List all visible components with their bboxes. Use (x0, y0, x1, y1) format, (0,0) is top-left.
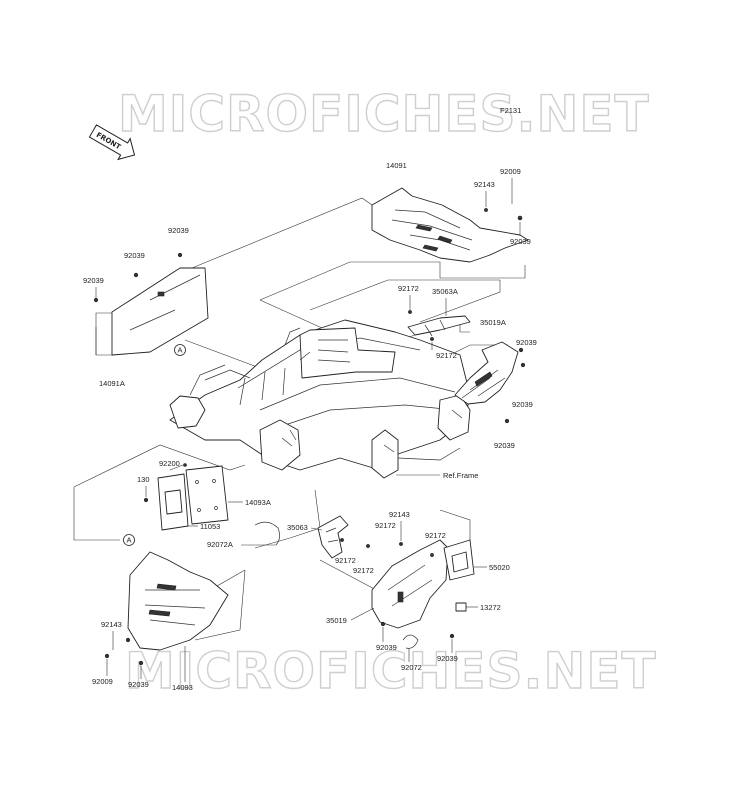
label-11053: 11053 (200, 522, 220, 531)
label-92072: 92072 (401, 663, 422, 672)
label-92009-top: 92009 (500, 167, 521, 176)
plate-14093A (185, 465, 229, 525)
label-92143-mid: 92143 (389, 510, 410, 519)
figure-code: F2131 (500, 106, 521, 115)
label-55020: 55020 (489, 563, 510, 572)
label-92172-b: 92172 (436, 351, 457, 360)
label-35063: 35063 (287, 523, 308, 532)
callout-a-top: A (174, 344, 186, 356)
callout-a-bottom: A (123, 534, 135, 546)
label-92172-f: 92172 (353, 566, 374, 575)
label-14093A: 14093A (245, 498, 271, 507)
label-92172-c: 92172 (375, 521, 396, 530)
label-35063A: 35063A (432, 287, 458, 296)
bracket-35063 (317, 515, 349, 559)
plate-14091A (111, 267, 209, 356)
clip-13272 (455, 602, 467, 612)
bracket-55020 (443, 539, 475, 581)
label-92039-r1: 92039 (516, 338, 537, 347)
bolts (93, 208, 526, 666)
guard-14091 (371, 187, 529, 263)
label-92039-left-low: 92039 (83, 276, 104, 285)
label-92039-left-top: 92039 (168, 226, 189, 235)
bracket-35063A (407, 315, 471, 337)
label-13272: 13272 (480, 603, 501, 612)
label-92172-a: 92172 (398, 284, 419, 293)
hose-92072A (254, 521, 280, 546)
label-14093: 14093 (172, 683, 193, 692)
bracket-11053 (157, 473, 189, 531)
watermark-top: MICROFICHES.NET (118, 85, 650, 143)
label-92039-b1: 92039 (376, 643, 397, 652)
label-92039-b2: 92039 (437, 654, 458, 663)
label-14091A: 14091A (99, 379, 125, 388)
main-frame (169, 319, 471, 479)
label-35019: 35019 (326, 616, 347, 625)
label-92200: 92200 (159, 459, 180, 468)
ref-frame-label: Ref.Frame (443, 471, 478, 480)
guard-14093 (127, 551, 229, 651)
label-92039-left-mid: 92039 (124, 251, 145, 260)
hose-92072 (402, 634, 419, 649)
label-92039-low: 92039 (128, 680, 149, 689)
label-92172-d: 92172 (425, 531, 446, 540)
guard-35019 (371, 539, 449, 629)
label-35019A: 35019A (480, 318, 506, 327)
label-92039-r3: 92039 (494, 441, 515, 450)
part-labels: 14091 92009 92143 92039 92039 92039 9203… (83, 161, 537, 692)
guard-right-35019A (454, 341, 519, 405)
label-92143-low: 92143 (101, 620, 122, 629)
svg-text:A: A (178, 346, 183, 355)
label-130: 130 (137, 475, 150, 484)
label-92009-low: 92009 (92, 677, 113, 686)
svg-text:A: A (127, 536, 132, 545)
watermark-bottom: MICROFICHES.NET (125, 642, 657, 700)
label-92072A: 92072A (207, 540, 233, 549)
label-92143-top: 92143 (474, 180, 495, 189)
label-92172-e: 92172 (335, 556, 356, 565)
label-leaders (95, 178, 521, 682)
label-14091: 14091 (386, 161, 407, 170)
label-92039-r2: 92039 (512, 400, 533, 409)
label-92039-top-right: 92039 (510, 237, 531, 246)
